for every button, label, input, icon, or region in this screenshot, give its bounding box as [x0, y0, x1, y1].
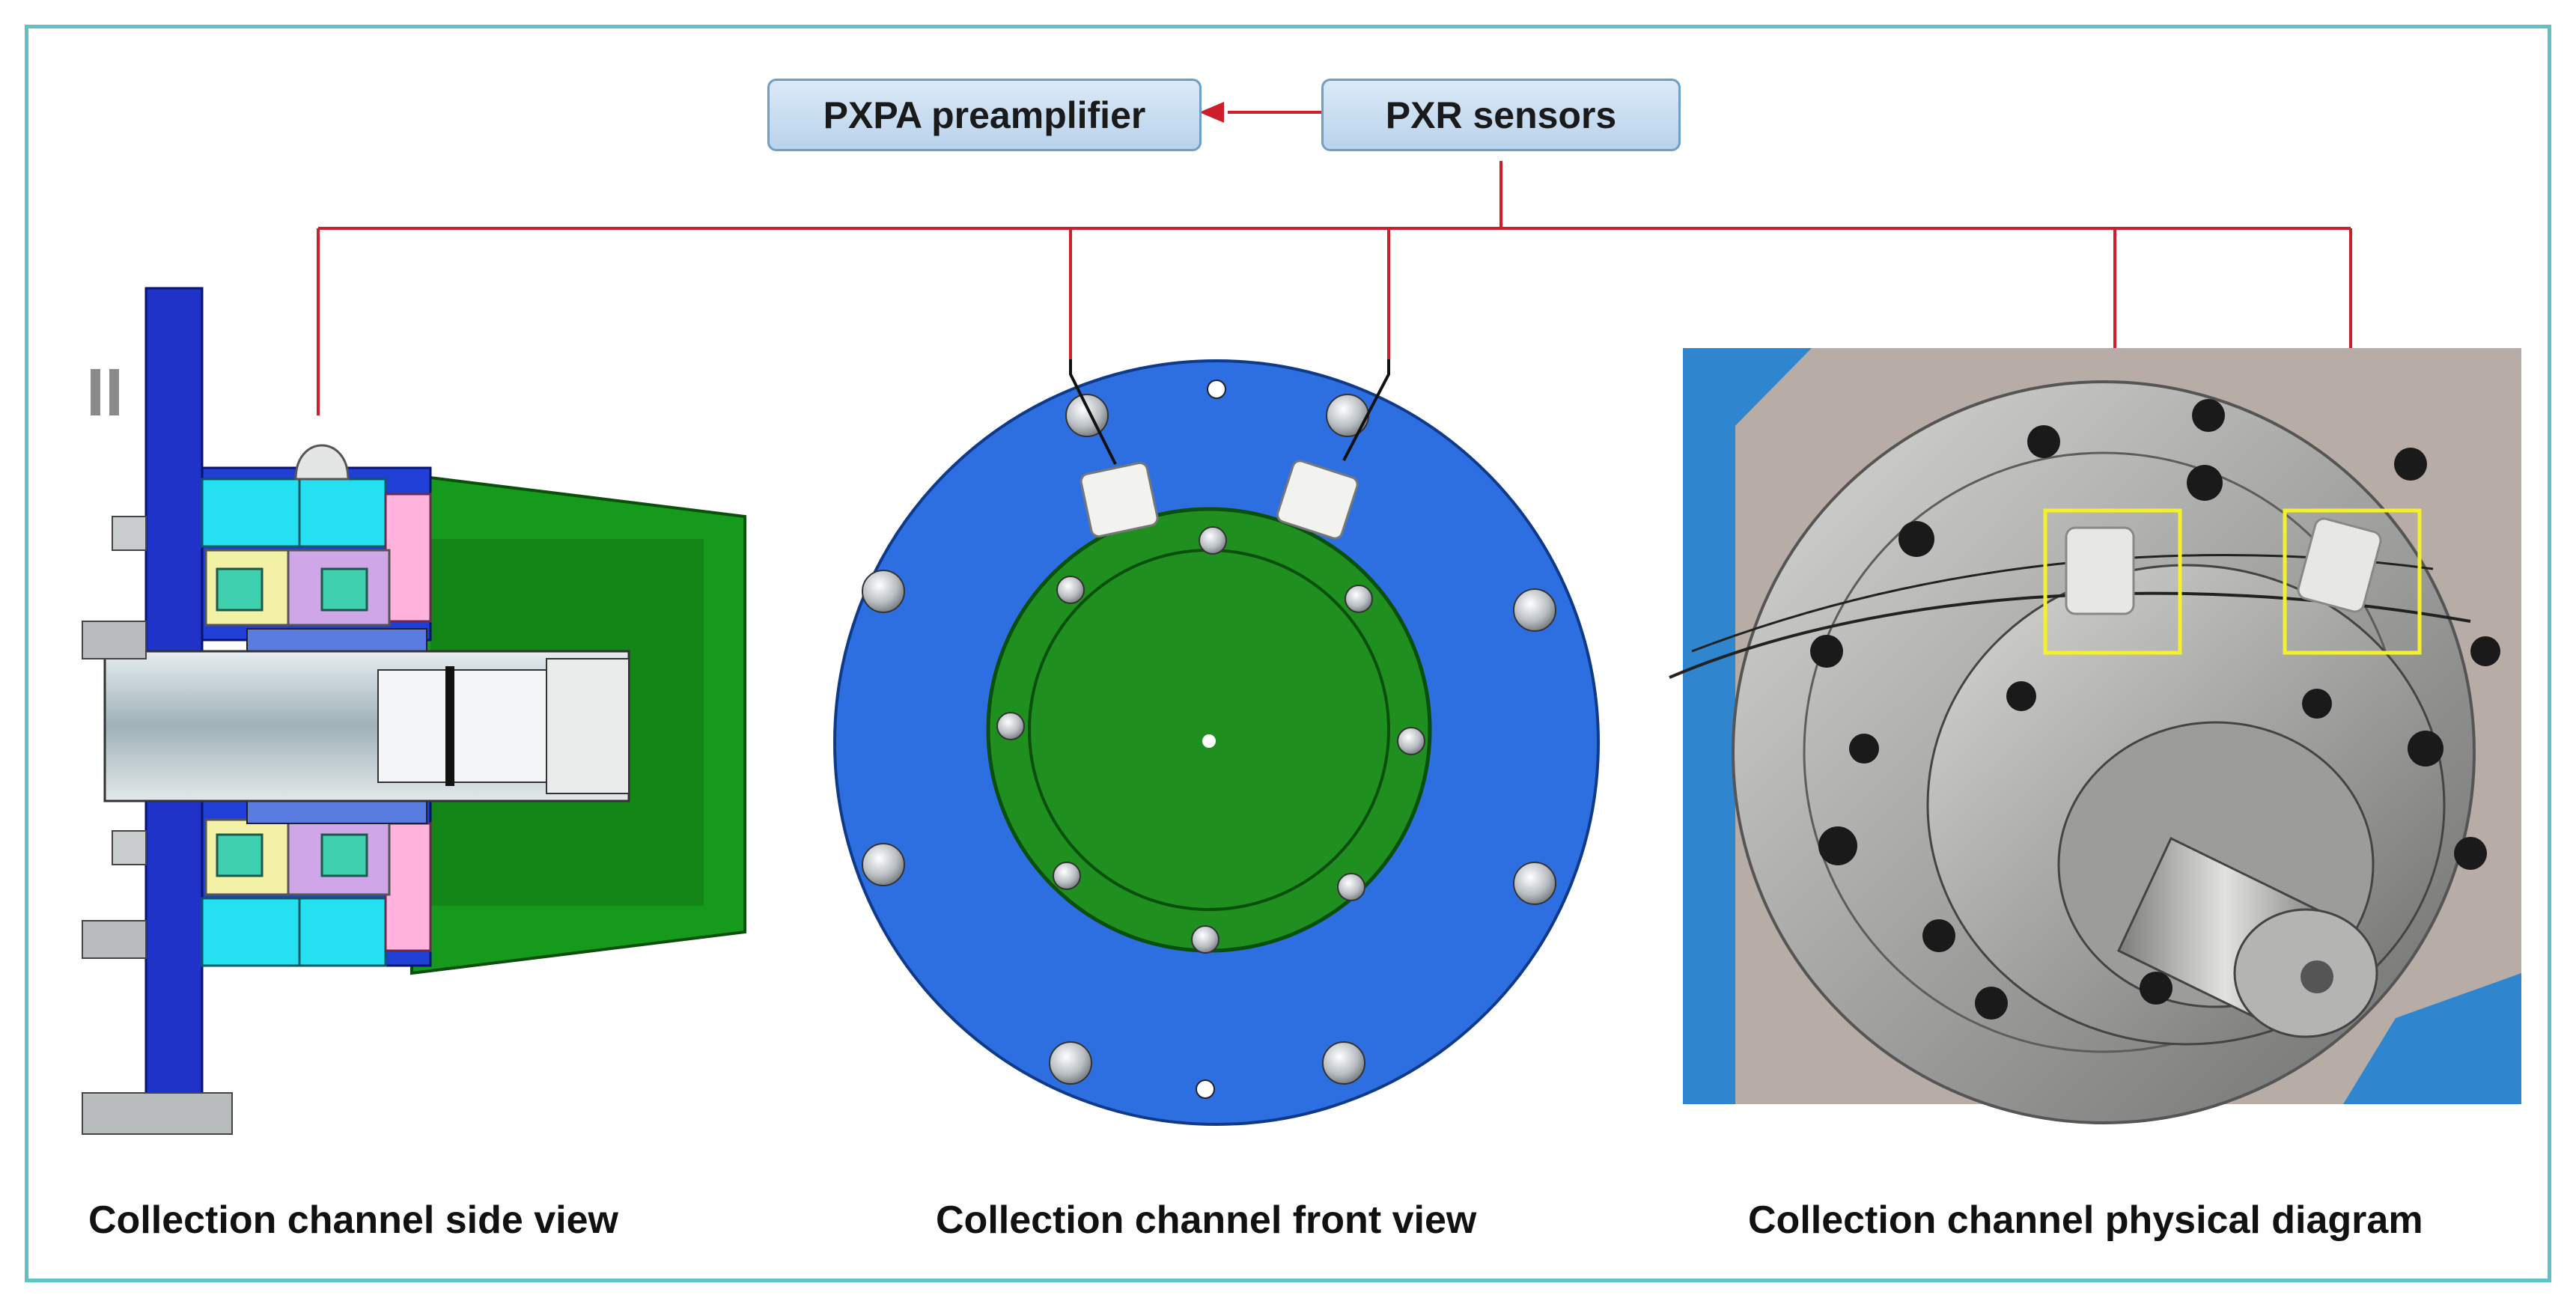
front-view-drawing — [833, 359, 1600, 1126]
figure-frame — [25, 25, 2551, 1282]
highlight-box-left — [2043, 508, 2182, 655]
faint-mark: II — [86, 356, 124, 430]
highlight-box-right — [2283, 508, 2422, 655]
caption-side-view: Collection channel side view — [88, 1198, 618, 1242]
front-sensor-left — [1069, 359, 1159, 538]
front-sensor-right — [1276, 359, 1390, 540]
caption-front-view: Collection channel front view — [936, 1198, 1477, 1242]
sensors-box: PXR sensors — [1321, 79, 1681, 151]
side-view-drawing: II — [82, 287, 746, 1135]
photo-sensor-left — [2065, 526, 2135, 615]
physical-diagram-photo — [1669, 348, 2521, 1124]
preamplifier-box: PXPA preamplifier — [767, 79, 1202, 151]
caption-physical-diagram: Collection channel physical diagram — [1748, 1198, 2423, 1242]
preamplifier-label: PXPA preamplifier — [823, 94, 1146, 136]
sensors-label: PXR sensors — [1385, 94, 1617, 136]
photo-sensor-right — [2297, 517, 2382, 613]
arrowhead — [1199, 102, 1224, 123]
